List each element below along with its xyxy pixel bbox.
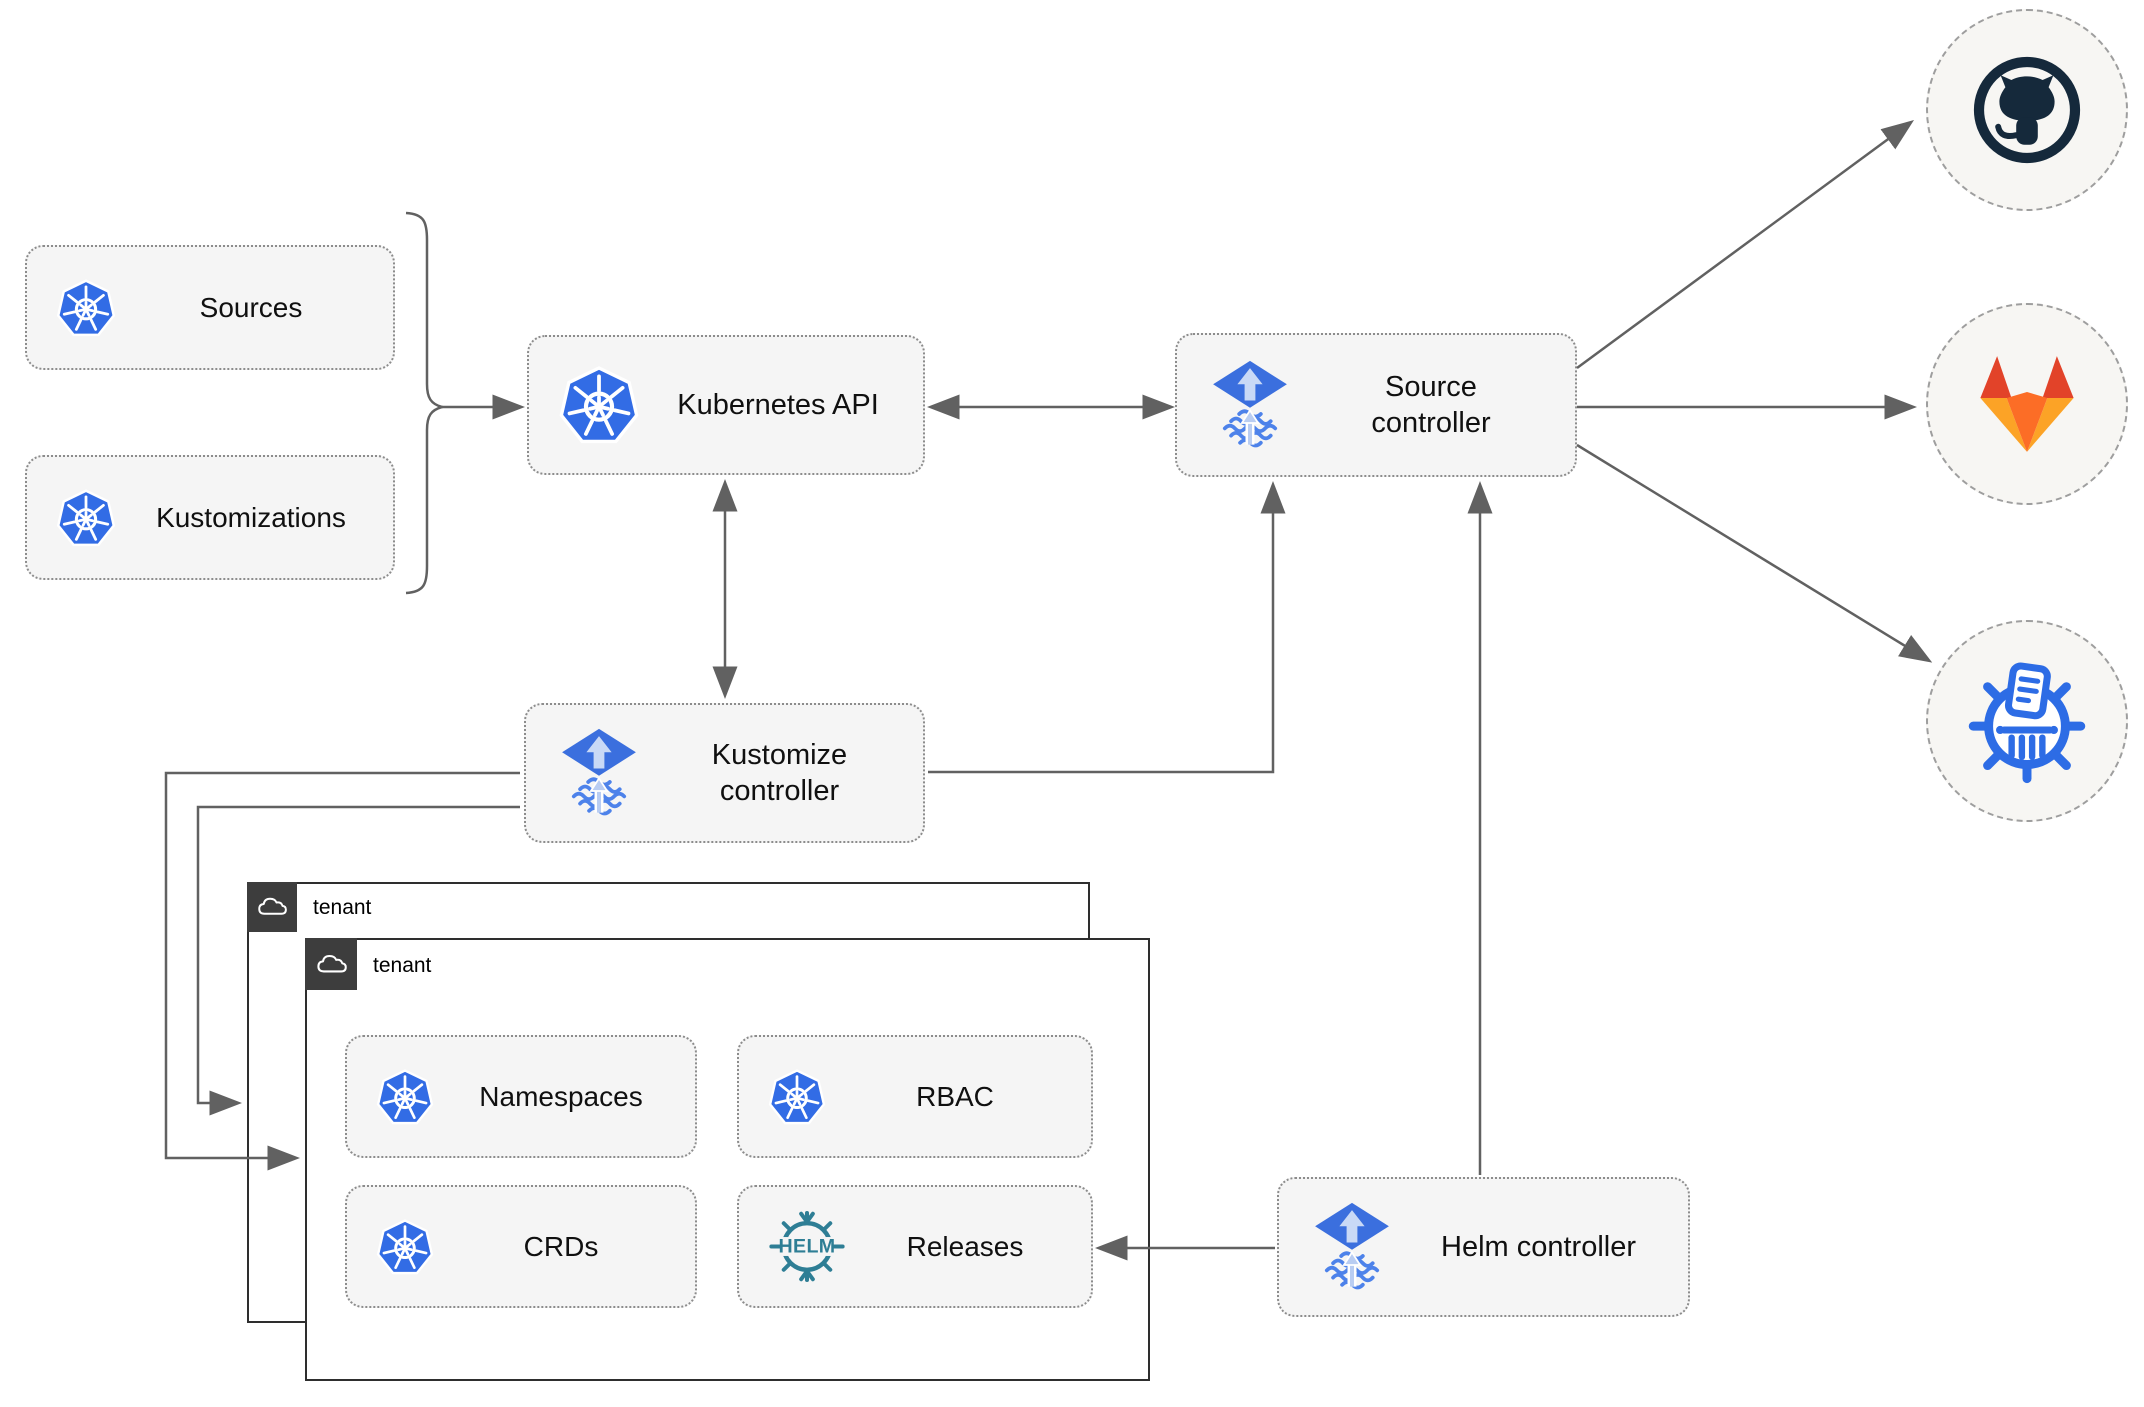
cloud-icon — [316, 954, 347, 972]
flux-icon — [1307, 1202, 1397, 1292]
tenant-inner-tab — [305, 938, 357, 990]
kubernetes-icon — [557, 363, 641, 447]
cloud-icon — [258, 897, 287, 915]
edge-source-registry — [1576, 443, 1933, 663]
github-icon — [1967, 50, 2087, 170]
github-endpoint — [1926, 9, 2128, 211]
helm-controller-label: Helm controller — [1397, 1229, 1688, 1265]
flux-icon — [1205, 360, 1295, 450]
flux-icon — [554, 728, 644, 818]
helm-logo-icon: HELM — [767, 1210, 847, 1283]
tenant-inner-label: tenant — [373, 954, 432, 977]
kubernetes-api-node: Kubernetes API — [527, 335, 925, 475]
rbac-label: RBAC — [916, 1081, 994, 1112]
kustomize-controller-label: Kustomize controller — [644, 737, 923, 810]
namespaces-label: Namespaces — [479, 1081, 643, 1112]
sources-label: Sources — [199, 292, 303, 323]
kustomize-controller-node: Kustomize controller — [524, 703, 925, 843]
kubernetes-icon — [767, 1067, 827, 1127]
source-controller-node: Source controller — [1175, 333, 1577, 477]
kubernetes-icon — [375, 1217, 435, 1277]
helm-controller-text: Helm controller — [1441, 1230, 1636, 1263]
source-controller-label: Source controller — [1295, 369, 1575, 442]
gitlab-icon — [1980, 356, 2074, 452]
releases-label: Releases — [906, 1231, 1024, 1262]
kustomizations-node: Kustomizations — [25, 455, 395, 580]
helm-controller-node: Helm controller — [1277, 1177, 1690, 1317]
tenant-inner-box: tenant — [305, 938, 1150, 1381]
rbac-node: RBAC — [737, 1035, 1093, 1158]
edge-kustomize-source — [928, 481, 1286, 774]
releases-node: HELM Releases — [737, 1185, 1093, 1308]
kustomizations-label: Kustomizations — [156, 502, 346, 533]
registry-endpoint — [1926, 620, 2128, 822]
container-registry-icon — [1963, 657, 2091, 785]
crds-node: CRDs — [345, 1185, 697, 1308]
tenant-outer-tab — [247, 882, 297, 932]
kubernetes-icon — [55, 277, 117, 339]
source-controller-text: Source controller — [1371, 370, 1491, 439]
helm-logo-text: HELM — [778, 1235, 835, 1257]
edge-source-github — [1576, 120, 1915, 370]
brace-connector — [405, 211, 447, 595]
kubernetes-api-label: Kubernetes API — [677, 388, 879, 421]
crds-label: CRDs — [523, 1231, 599, 1262]
tenant-outer-label: tenant — [313, 896, 372, 919]
kustomize-controller-text: Kustomize controller — [711, 738, 848, 807]
sources-node: Sources — [25, 245, 395, 370]
namespaces-node: Namespaces — [345, 1035, 697, 1158]
kubernetes-icon — [375, 1067, 435, 1127]
gitlab-endpoint — [1926, 303, 2128, 505]
kubernetes-icon — [55, 487, 117, 549]
